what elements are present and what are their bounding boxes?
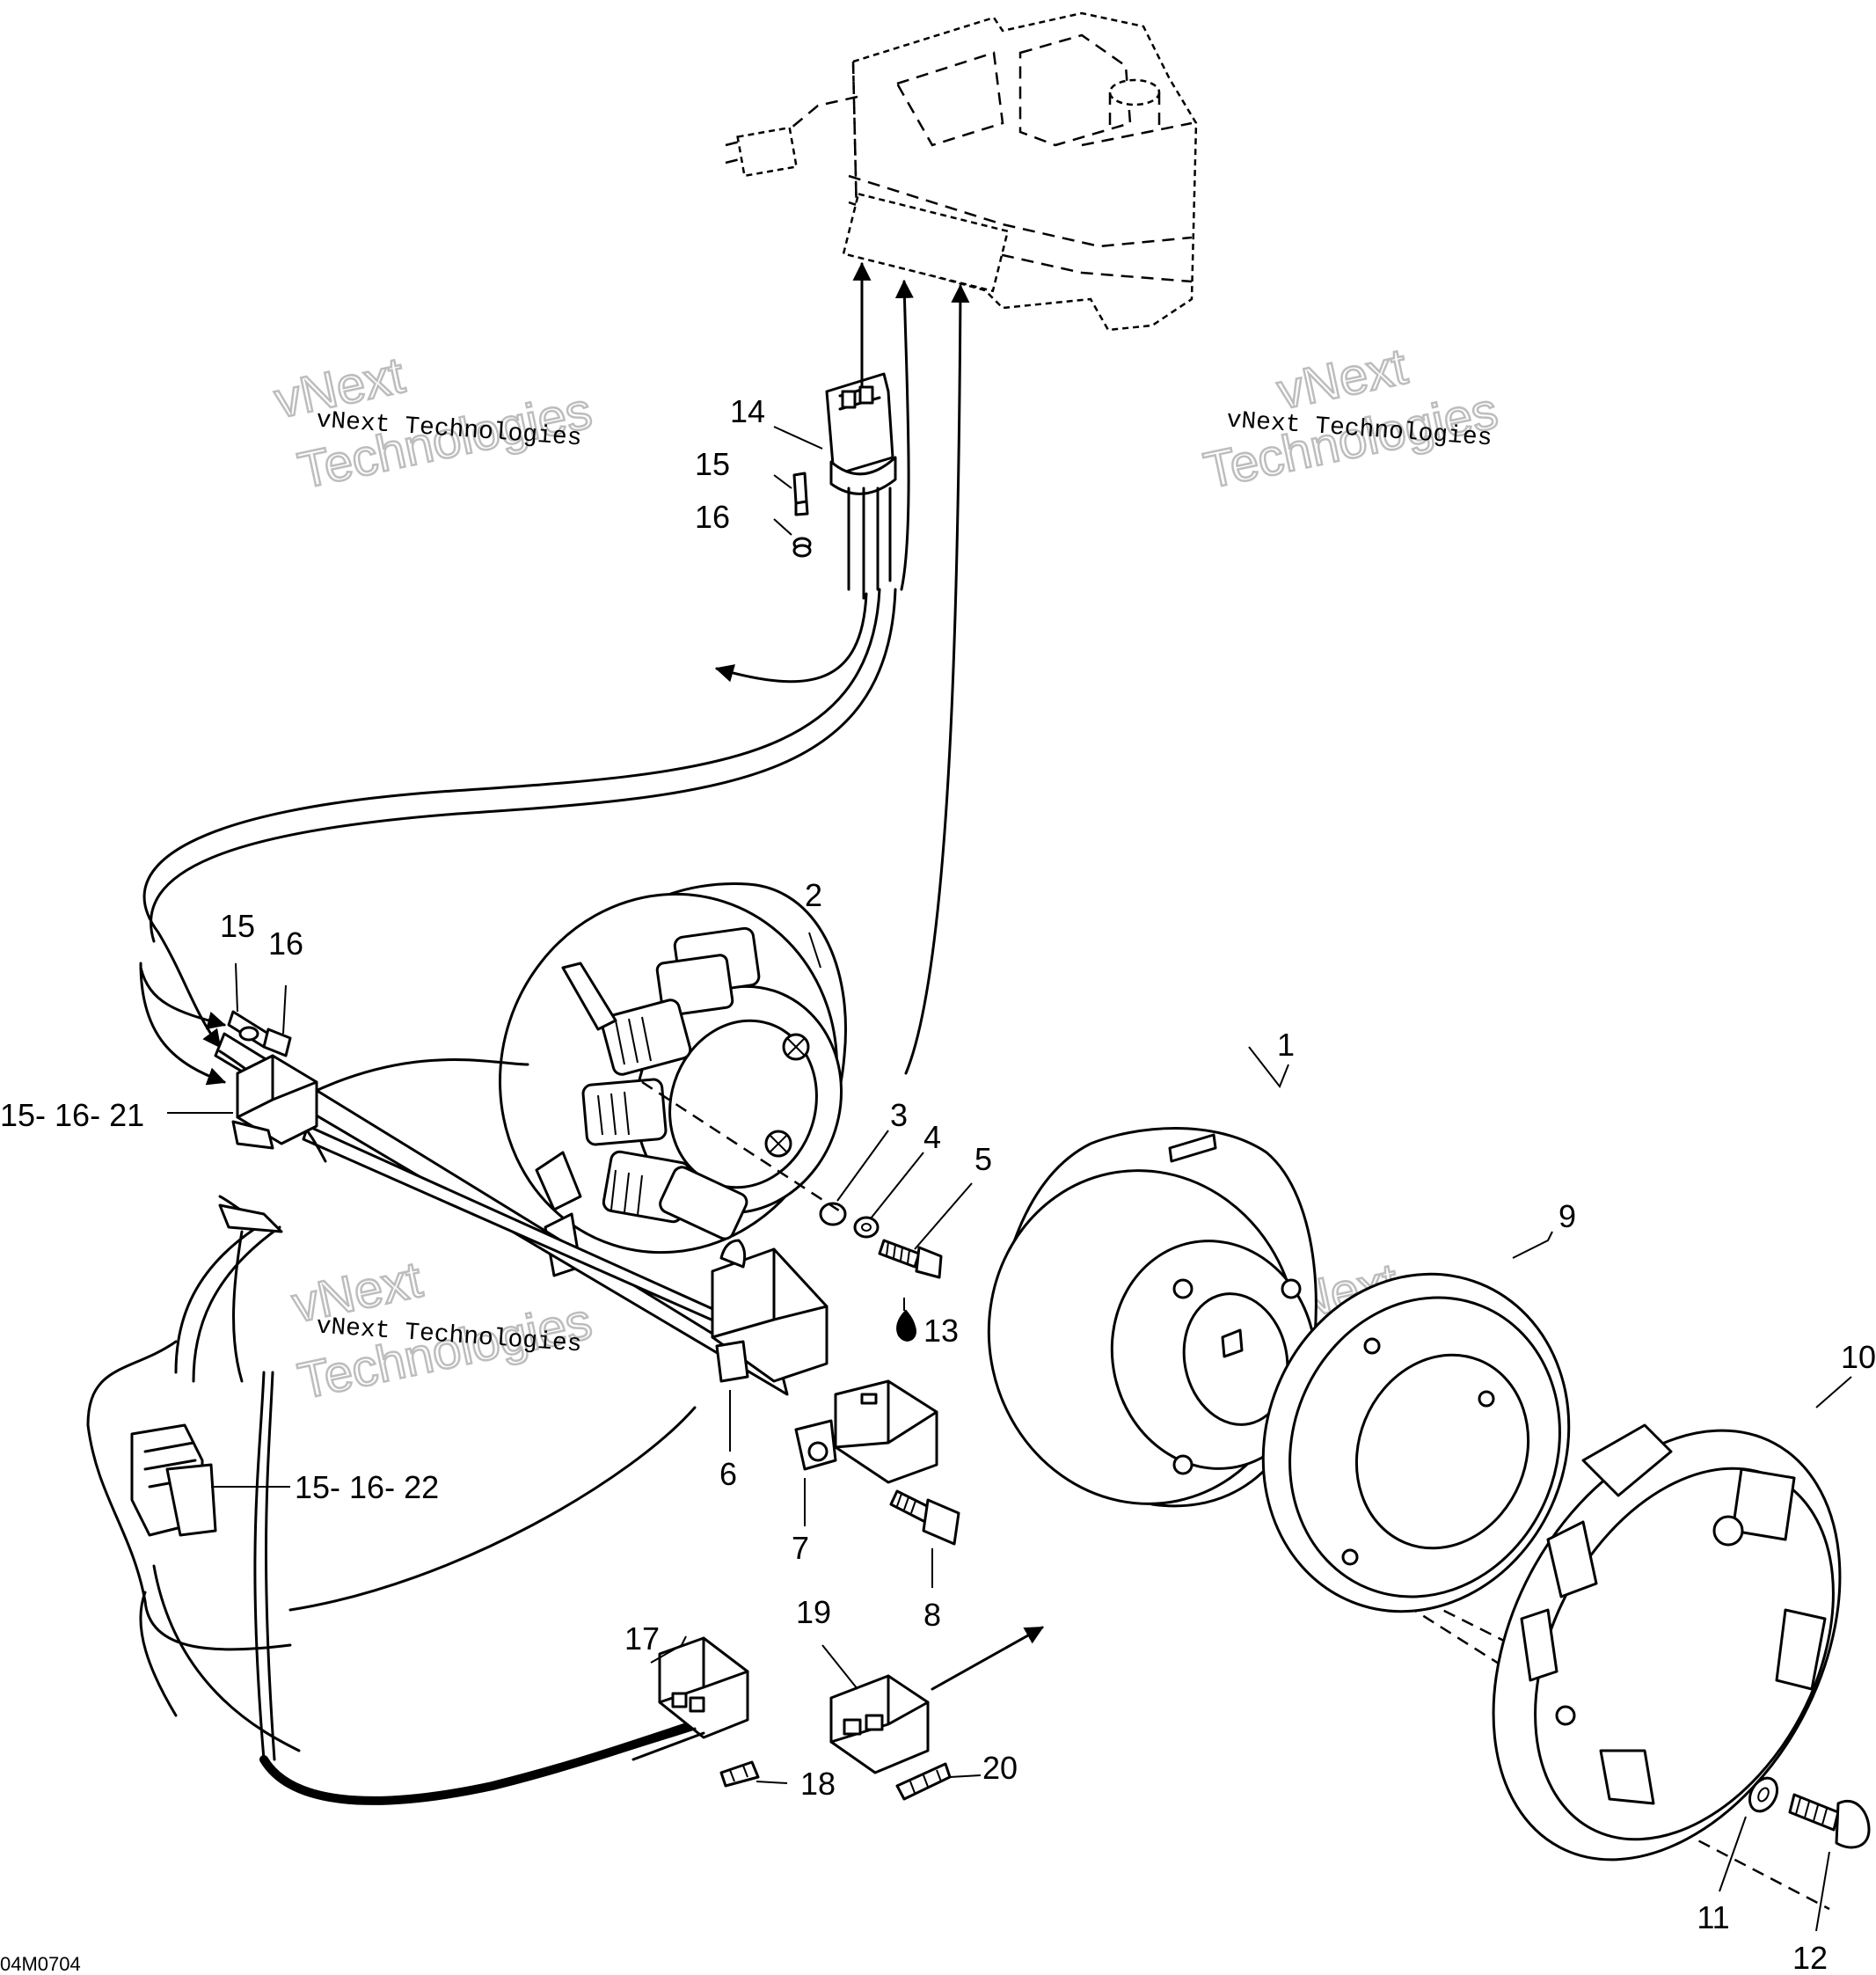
arrow-harness-left [714,592,868,684]
callout-17: 17 [624,1620,660,1657]
callout-19: 19 [796,1594,831,1630]
lock-washer-4 [853,1216,880,1239]
cover-10 [1492,1423,1842,1862]
callout-1: 1 [1277,1027,1295,1063]
terminal-15-top [792,472,809,516]
seal-16-top [792,537,812,558]
arrow-to-connector-15 [139,966,227,1030]
callout-2: 2 [805,877,822,913]
callout-15-mid: 15 [220,908,255,944]
callout-13: 13 [923,1313,959,1349]
callout-15-16-21: 15- 16- 21 [0,1097,144,1133]
terminal-20 [895,1762,952,1801]
washer-3 [819,1202,847,1226]
watermark-top-right: vNext Technologies vNext Technologies [1198,336,1503,501]
callout-5: 5 [974,1141,992,1177]
wire-loop-large [288,1406,697,1612]
ignition-module-reference [725,11,1198,332]
connector-15-16-22 [130,1423,217,1537]
terminal-18 [719,1760,760,1788]
connector-17 [658,1636,749,1739]
callout-11: 11 [1697,1899,1729,1935]
leader-lines [167,426,1852,1932]
callout-15-top: 15 [695,446,730,482]
screw-5 [878,1239,943,1279]
screw-8 [889,1489,960,1546]
callout-10: 10 [1841,1339,1876,1375]
callout-3: 3 [890,1097,908,1133]
callout-6: 6 [719,1456,737,1492]
callout-20: 20 [982,1750,1018,1786]
stator-2 [499,881,847,1277]
connector-15-16-21 [231,1054,318,1150]
callout-12: 12 [1792,1940,1828,1975]
loctite-drop-icon [896,1309,916,1342]
callout-4: 4 [923,1119,941,1155]
wire-loop-inner [150,588,897,943]
callout-16-mid: 16 [268,925,303,962]
callout-16-top: 16 [695,499,730,535]
callout-15-16-22: 15- 16- 22 [295,1469,439,1505]
washer-11 [1748,1776,1779,1813]
callout-18: 18 [800,1766,836,1802]
arrow-to-module-2 [894,279,914,591]
callout-7: 7 [792,1530,809,1566]
callout-9: 9 [1558,1198,1576,1234]
callout-14: 14 [730,393,765,429]
watermark-top-left: vNext Technologies vNext Technologies [268,345,597,501]
watermark-bottom-left: vNext Technologies vNext Technologies [286,1249,597,1411]
wire-loop-outer [142,588,881,1049]
ring-gear-9 [1261,1272,1571,1613]
connector-19 [829,1674,930,1774]
arrow-to-connector-19 [931,1626,1044,1691]
connector-housing-14 [825,372,897,600]
callout-8: 8 [923,1597,941,1633]
arrow-to-connector-21 [139,962,226,1086]
screw-12 [1788,1793,1871,1849]
sensor-6 [711,1239,829,1383]
arrow-stator-to-module [904,283,970,1075]
sensor-7 [794,1379,938,1484]
terminals-15-16-mid [227,1010,292,1057]
drawing-code: 04M0704 [0,1953,81,1975]
flywheel-1 [987,1127,1318,1508]
